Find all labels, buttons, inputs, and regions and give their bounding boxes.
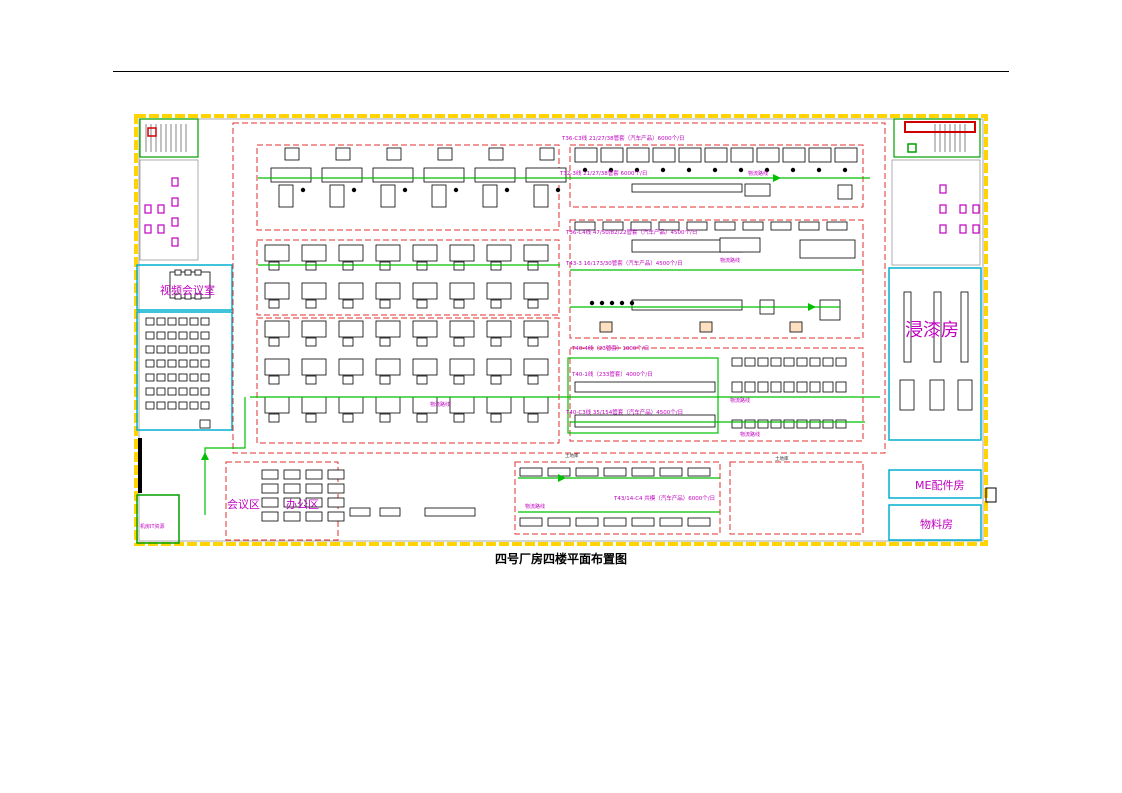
label-meeting-area: 会议区 — [227, 498, 260, 511]
flow-label-4: 物流路线 — [730, 397, 750, 404]
toilet-fixtures-left — [144, 177, 179, 247]
training-room — [136, 311, 233, 431]
toilet-left — [139, 159, 199, 261]
line-label-7: T40-C3线 35/154管套（汽车产品）4500个/日 — [565, 408, 683, 416]
stair-right — [893, 118, 981, 158]
label-video-meeting: 视频会议室 — [160, 283, 215, 297]
drawing-title: 四号厂房四楼平面布置图 — [494, 552, 627, 566]
material-room — [888, 504, 982, 541]
building-wall — [134, 114, 988, 546]
toilet-right — [891, 159, 981, 266]
label-me-parts: ME配件房 — [915, 479, 964, 492]
line-label-6: T40-1线（233管套）4000个/日 — [571, 370, 653, 378]
flow-label-1: 物流路线 — [748, 170, 768, 177]
training-seats — [145, 317, 211, 429]
meeting-tables — [169, 269, 211, 300]
door-left — [138, 438, 142, 493]
line-label-3: T36-C4线 47/50/82/22管套（汽车产品）4500个/日 — [565, 228, 697, 236]
video-meeting-room — [136, 264, 233, 311]
flow-arrows — [201, 174, 816, 482]
page-top-rule — [113, 71, 1009, 72]
label-it-room: 机房IT资源 — [140, 523, 165, 530]
building-inner-wall — [138, 118, 984, 542]
machine-blocks — [261, 147, 858, 527]
flow-label-6: 物流路线 — [525, 503, 545, 510]
line-label-4: T43-3 16/173/30管套（汽车产品）4500个/日 — [565, 259, 683, 267]
flow-label-3: 物流路线 — [430, 401, 450, 408]
toilet-fixtures-right — [939, 184, 980, 234]
line-label-2: T32-3线 21/27/38管套 6000个/日 — [559, 169, 647, 177]
label-material: 物料房 — [920, 517, 953, 531]
flow-label-2: 物流路线 — [720, 257, 740, 264]
temp-label-1: 土地库 — [565, 452, 579, 459]
temp-label-2: 土地库 — [775, 455, 789, 462]
line-label-1: T36-C3线 21/27/38管套（汽车产品）6000个/日 — [561, 134, 684, 142]
label-office: 办公区 — [286, 498, 319, 511]
dip-tanks — [899, 291, 973, 411]
line-label-8: T43/14-C4 共模（汽车产品）6000个/日 — [613, 494, 715, 502]
logistics-flow — [204, 177, 880, 515]
dip-room — [888, 267, 982, 441]
label-dip-room: 浸漆房 — [905, 320, 959, 341]
flow-label-5: 物流路线 — [740, 431, 760, 438]
it-room — [136, 494, 180, 544]
stair-left — [139, 118, 199, 158]
outside-box — [985, 487, 997, 503]
line-label-5: T40-4线（23管套）1000个/日 — [571, 344, 649, 352]
me-parts-room — [888, 469, 982, 499]
production-zones — [225, 122, 886, 541]
